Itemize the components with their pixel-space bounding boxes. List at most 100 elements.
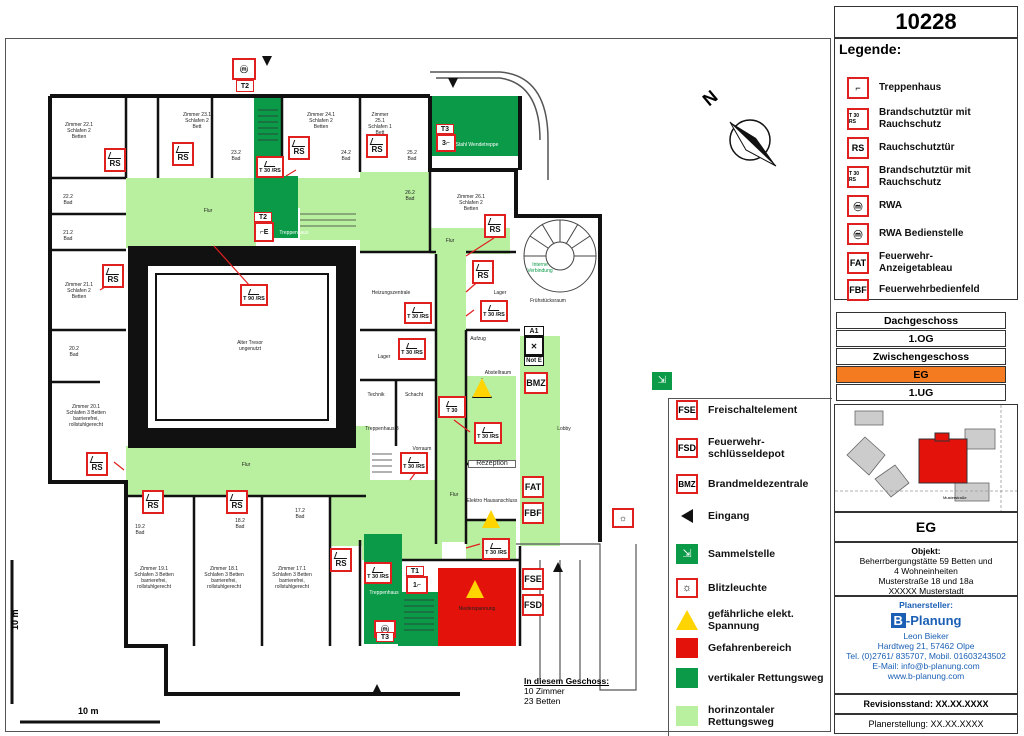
- stair-glyph-icon: 3⌐: [442, 139, 450, 147]
- stair-tag-t1: T1: [406, 566, 424, 576]
- room-lobby: Lobby: [557, 426, 571, 432]
- fire-door: T 30 /RS: [400, 452, 428, 474]
- legend-strobe: ☼Blitzleuchte: [676, 578, 767, 598]
- stair-tag-t2: T2: [236, 80, 254, 92]
- floor-summary-beds: 23 Betten: [524, 696, 561, 706]
- object-info: Objekt: Beherrbergungstätte 59 Betten un…: [834, 542, 1018, 596]
- legend-label: RWA Bedienstelle: [879, 228, 964, 239]
- legend-horizontal-route: horinzontaler Rettungsweg: [676, 704, 784, 728]
- fire-door: T 30 /RS: [404, 302, 432, 324]
- view-label: EG: [915, 519, 937, 535]
- stair-icon: 3⌐: [436, 134, 456, 152]
- room-21: Zimmer 21.1 Schlafen 2 Betten: [64, 282, 94, 300]
- revision-date: Revisionsstand: XX.XX.XXXX: [863, 699, 989, 709]
- entrance-arrow-icon: [676, 506, 698, 526]
- entrance-ramp: [516, 543, 637, 691]
- stair-icon: ⌐E: [254, 222, 274, 242]
- bath-25: 25.2 Bad: [407, 150, 417, 162]
- fire-door-icon: T 30 RS: [847, 108, 869, 130]
- compass-rose: [729, 119, 777, 167]
- room-technik: Technik: [367, 392, 385, 398]
- legend-item-smoke-door: RS Rauchschutztür: [847, 137, 955, 159]
- rwa-glyph-icon: ⓜ: [240, 64, 248, 74]
- stair-tag-t2-lower: T2: [254, 212, 272, 222]
- voltage-warning-icon: [676, 610, 698, 630]
- legend-label: Feuerwehr-schlüsseldepot: [708, 436, 785, 460]
- room-electric-connection: Elektro Hausanschluss: [466, 498, 518, 504]
- stair-tag-t3-lower: T3: [376, 632, 394, 642]
- stair-icon: 1⌐: [406, 576, 428, 594]
- legend-voltage: gefährliche elekt. Spannung: [676, 608, 804, 632]
- smoke-door: RS: [226, 490, 248, 514]
- room-26: Zimmer 26.1 Schlafen 2 Betten: [456, 194, 486, 212]
- floor-1-ug[interactable]: 1.UG: [836, 384, 1006, 401]
- fse-icon: FSE: [676, 400, 698, 420]
- smoke-door: RS: [102, 264, 124, 288]
- fire-door: T 30: [438, 396, 466, 418]
- floor-dachgeschoss[interactable]: Dachgeschoss: [836, 312, 1006, 329]
- rwa-control-icon: ⓜ: [847, 223, 869, 245]
- site-map-drawing: [835, 405, 1017, 511]
- creation-date: Planerstellung: XX.XX.XXXX: [868, 719, 984, 729]
- strobe-icon: ☼: [676, 578, 698, 598]
- floor-1-og[interactable]: 1.OG: [836, 330, 1006, 347]
- assembly-point-icon: ⇲: [652, 372, 672, 390]
- room-anteroom: Vorraum: [412, 446, 432, 452]
- fire-door: T 30 /RS: [482, 538, 510, 560]
- room-stair-3: Treppenhaus 3: [365, 426, 399, 432]
- legend-label: Sammelstelle: [708, 548, 776, 560]
- smoke-door: RS: [366, 134, 388, 158]
- bmz-icon: BMZ: [676, 474, 698, 494]
- fire-door: T 30 /RS: [480, 300, 508, 322]
- object-line: 4 Wohneinheiten: [894, 566, 958, 576]
- object-line: Musterstraße 18 und 18a: [878, 576, 974, 586]
- fire-door: T 30 /RS: [364, 562, 392, 584]
- smoke-door: RS: [472, 260, 494, 284]
- smoke-door-icon: RS: [847, 137, 869, 159]
- outer-walls: [48, 94, 602, 696]
- planner-email[interactable]: E-Mail: info@b-planung.com: [872, 661, 980, 671]
- fire-door-icon: T 30 RS: [847, 166, 869, 188]
- room-low-voltage: Niederspannung: [458, 606, 496, 612]
- floor-zwischengeschoss[interactable]: Zwischengeschoss: [836, 348, 1006, 365]
- fire-door: T 30 /RS: [474, 422, 502, 444]
- legend-title: Legende:: [839, 41, 902, 57]
- smoke-door: RS: [172, 142, 194, 166]
- stair-glyph-icon: 1⌐: [413, 581, 421, 589]
- entrance-canopy: [430, 71, 549, 180]
- bmz-panel: BMZ: [524, 372, 548, 394]
- fsd-icon: FSD: [676, 438, 698, 458]
- room-23: Zimmer 23.1 Schlafen 2 Bett: [182, 112, 212, 130]
- strobe-glyph-icon: ☼: [618, 513, 628, 523]
- logo-b: B: [890, 613, 906, 628]
- horizontal-escape-route-areas: [126, 172, 560, 560]
- steel-spiral-stair-label: Stahl Wendetreppe: [455, 142, 499, 148]
- planner-website[interactable]: www.b-planung.com: [887, 671, 965, 681]
- fire-door: T 30 /RS: [398, 338, 426, 360]
- room-25: Zimmer 25.1 Schlafen 1 Bett: [368, 112, 392, 136]
- object-line: Beherrbergungstätte 59 Betten und: [859, 556, 993, 566]
- danger-area-swatch: [676, 638, 698, 658]
- legend-label: Feuerwehr-Anzeigetableau: [879, 251, 953, 274]
- room-20: Zimmer 20.1 Schlafen 3 Betten barrierefr…: [66, 404, 106, 428]
- legend-label: Rauchschutztür: [879, 142, 955, 153]
- room-heating: Heizungszentrale: [371, 290, 411, 296]
- assembly-point-icon: ⇲: [676, 544, 698, 564]
- floor-eg-active[interactable]: EG: [836, 366, 1006, 383]
- stairwell-icon: ⌐: [847, 77, 869, 99]
- legend-entrance: Eingang: [676, 506, 749, 526]
- plan-number: 10228: [895, 9, 957, 34]
- created-box: Planerstellung: XX.XX.XXXX: [834, 714, 1018, 734]
- legend-label: Feuerwehrbedienfeld: [879, 284, 980, 295]
- site-street-label: Musterstraße: [943, 495, 967, 500]
- fat-icon: FAT: [847, 252, 869, 274]
- planner-heading: Planersteller:: [899, 600, 953, 610]
- horizontal-route-swatch: [676, 706, 698, 726]
- fsd-depot: FSD: [522, 594, 544, 616]
- bath-19: 19.2 Bad: [135, 524, 145, 536]
- smoke-door: RS: [330, 548, 352, 572]
